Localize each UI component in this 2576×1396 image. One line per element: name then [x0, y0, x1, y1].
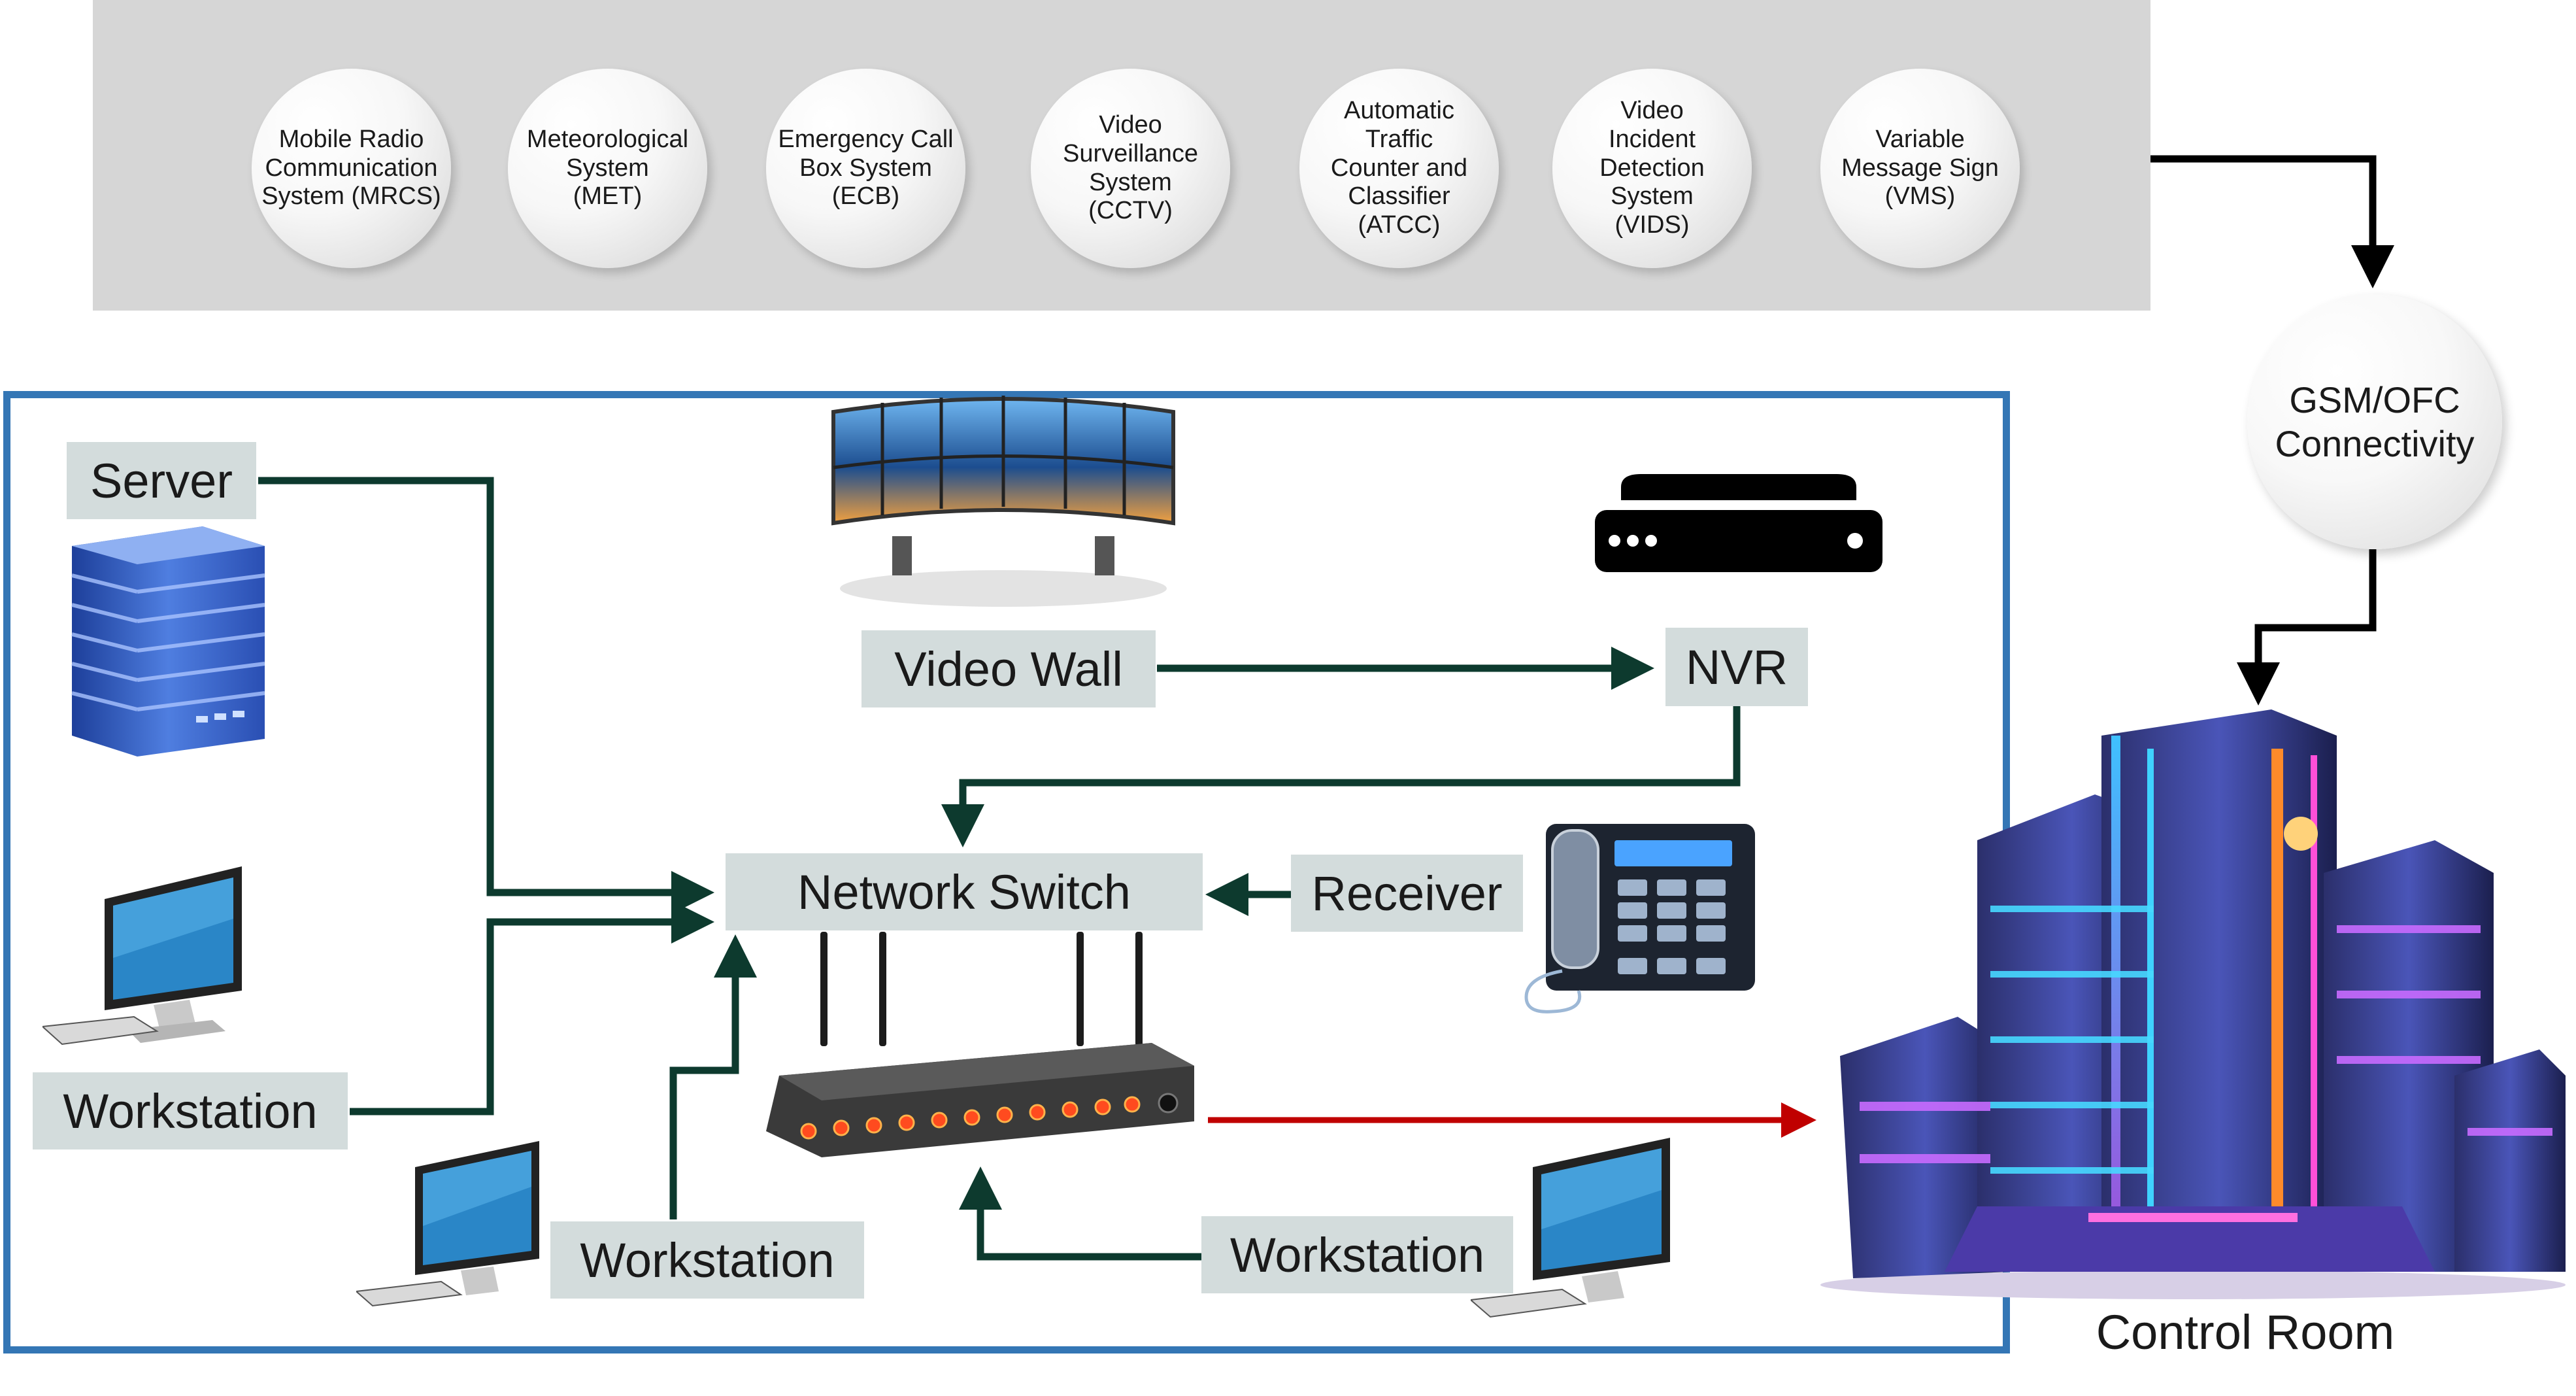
subsystem-vms-label: Variable Message Sign (VMS) — [1841, 125, 1999, 211]
video-wall-icon — [831, 396, 1175, 607]
subsystem-ecb: Emergency Call Box System (ECB) — [766, 69, 965, 268]
subsystem-mrcs: Mobile Radio Communication System (MRCS) — [252, 69, 451, 268]
subsystem-met: Meteorological System (MET) — [508, 69, 707, 268]
subsystem-vms: Variable Message Sign (VMS) — [1820, 69, 2020, 268]
nvr-device-icon — [1595, 474, 1882, 572]
subsystem-vids: Video Incident Detection System (VIDS) — [1552, 69, 1752, 268]
nvr-label: NVR — [1665, 628, 1808, 706]
subsystem-met-label: Meteorological System (MET) — [526, 125, 689, 211]
workstation-bottom-left-label: Workstation — [550, 1221, 864, 1299]
subsystem-cctv: Video Surveillance System (CCTV) — [1031, 69, 1230, 268]
receiver-label: Receiver — [1291, 855, 1523, 932]
subsystem-atcc-label: Automatic Traffic Counter and Classifier… — [1330, 97, 1468, 239]
control-room-building-icon — [1820, 709, 2566, 1299]
band-to-gsm-line — [2150, 155, 2394, 288]
network-router-icon — [766, 932, 1194, 1157]
subsystem-atcc: Automatic Traffic Counter and Classifier… — [1299, 69, 1499, 268]
subsystem-vids-label: Video Incident Detection System (VIDS) — [1599, 97, 1705, 239]
workstation-bottom-right-label: Workstation — [1201, 1216, 1513, 1293]
desktop-computer-icon — [1471, 1138, 1670, 1318]
workstation-left-label: Workstation — [33, 1072, 348, 1149]
subsystem-ecb-label: Emergency Call Box System (ECB) — [778, 125, 954, 211]
subsystem-mrcs-label: Mobile Radio Communication System (MRCS) — [261, 125, 441, 211]
control-room-label: Control Room — [2096, 1305, 2395, 1359]
server-label: Server — [67, 442, 256, 519]
desktop-computer-icon — [356, 1141, 539, 1307]
video-wall-label: Video Wall — [861, 630, 1156, 707]
subsystem-cctv-label: Video Surveillance System (CCTV) — [1063, 111, 1198, 225]
telephone-icon — [1524, 824, 1755, 1013]
server-rack-icon — [71, 526, 265, 757]
gsm-ofc-label: GSM/OFC Connectivity — [2275, 379, 2475, 464]
desktop-computer-icon — [42, 866, 242, 1046]
network-switch-label: Network Switch — [726, 853, 1203, 930]
gsm-ofc-connectivity: GSM/OFC Connectivity — [2247, 294, 2502, 549]
gsm-to-control-room-line — [2237, 549, 2377, 706]
